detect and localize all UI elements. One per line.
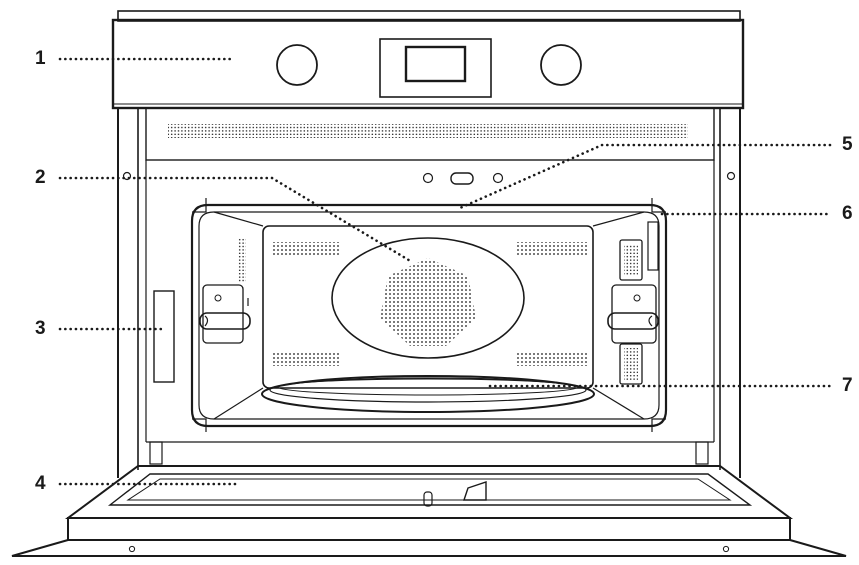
callout-leaders: [58, 57, 832, 486]
top-sensors: [422, 172, 504, 185]
callout-3: 3: [35, 318, 46, 339]
ventilation-grille: [145, 107, 715, 161]
right-knob[interactable]: [540, 44, 582, 86]
callout-7: 7: [842, 375, 853, 396]
turntable-plate: [261, 375, 595, 413]
callout-1: 1: [35, 48, 46, 69]
fan-cover: [331, 237, 525, 359]
right-shelf-support: [607, 221, 659, 385]
callout-2: 2: [35, 167, 46, 188]
callout-4: 4: [35, 473, 46, 494]
door-hinge-left: [149, 441, 163, 465]
cabinet-frame: [117, 108, 741, 478]
callout-5: 5: [842, 134, 853, 155]
cavity-vents: [271, 242, 587, 366]
oven-door[interactable]: [11, 465, 847, 557]
left-knob[interactable]: [276, 44, 318, 86]
leader-2: [58, 176, 414, 264]
display-screen: [379, 38, 492, 98]
door-hinge-right: [695, 441, 709, 465]
rating-plate: [153, 290, 175, 383]
leader-5: [458, 143, 832, 210]
callout-6: 6: [842, 203, 853, 224]
left-shelf-support: [199, 238, 251, 344]
callout-numbers: 1 2 3 4 5 6 7: [35, 48, 853, 494]
oven-cavity: [190, 198, 668, 432]
